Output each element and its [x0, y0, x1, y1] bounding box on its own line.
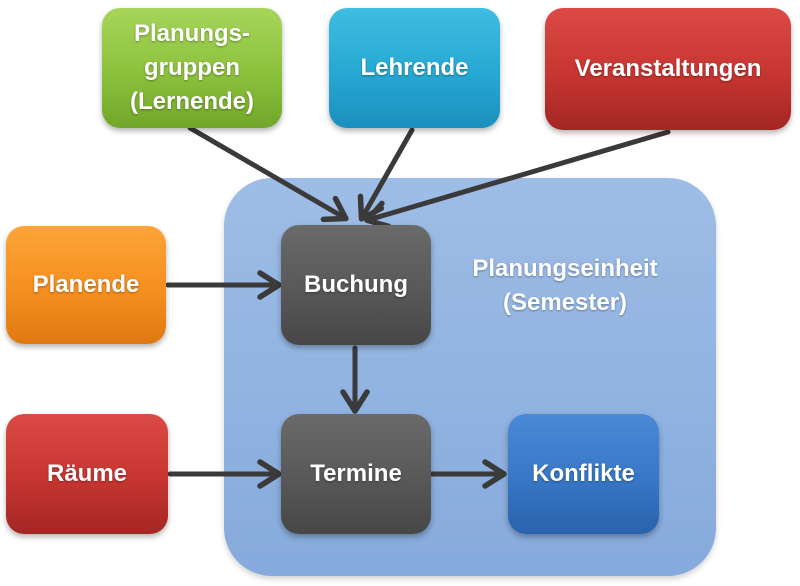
planungseinheit-label: Planungseinheit (Semester): [455, 252, 675, 320]
node-veranstaltungen: Veranstaltungen: [545, 8, 791, 130]
node-lehrende-label: Lehrende: [360, 54, 469, 81]
node-raeume-label: Räume: [46, 460, 128, 487]
node-konflikte: Konflikte: [508, 414, 659, 534]
node-raeume: Räume: [6, 414, 168, 534]
container-label-line-2: (Semester): [502, 289, 628, 316]
node-planungsgruppen: Planungs- gruppen (Lernende): [102, 8, 282, 128]
node-buchung-label: Buchung: [304, 271, 408, 298]
node-planungsgruppen-label: Planungs- gruppen (Lernende): [129, 20, 254, 115]
node-veranstaltungen-label: Veranstaltungen: [574, 55, 762, 82]
node-lehrende: Lehrende: [329, 8, 500, 128]
node-planende-label: Planende: [32, 271, 140, 298]
node-buchung: Buchung: [281, 225, 431, 345]
node-konflikte-label: Konflikte: [532, 460, 635, 487]
node-termine-label: Termine: [310, 460, 402, 487]
node-planende: Planende: [6, 226, 166, 344]
node-termine: Termine: [281, 414, 431, 534]
container-label-line-1: Planungseinheit: [472, 255, 658, 282]
